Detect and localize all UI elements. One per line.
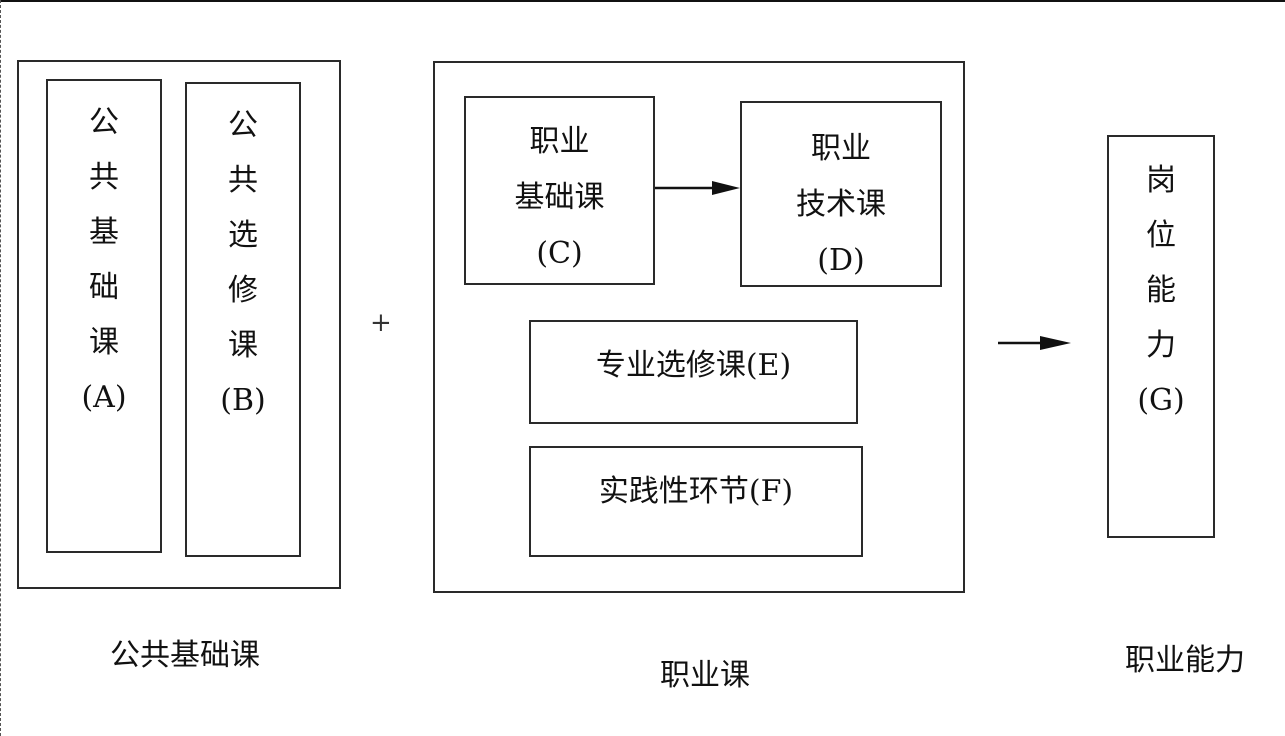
node-code: (C)	[536, 236, 583, 271]
char: 共	[228, 163, 258, 198]
char: 力	[1146, 328, 1176, 363]
char: 础	[89, 270, 119, 305]
line: 基础课	[514, 180, 605, 215]
char: 课	[89, 325, 119, 360]
line: 职业	[529, 124, 590, 159]
node-b-text: 公 共 选 修 课 (B)	[187, 98, 299, 428]
node-a-public-foundation: 公 共 基 础 课 (A)	[46, 79, 162, 553]
node-b-public-elective: 公 共 选 修 课 (B)	[185, 82, 301, 557]
char: 公	[89, 105, 119, 140]
char: 修	[228, 273, 258, 308]
node-a-text: 公 共 基 础 课 (A)	[48, 95, 160, 425]
char: 岗	[1146, 163, 1176, 198]
node-c-vocational-foundation: 职业 基础课 (C)	[464, 96, 655, 285]
plus-operator: +	[370, 308, 392, 338]
node-e-text: 专业选修课(E)	[595, 348, 792, 383]
node-code: (D)	[817, 243, 865, 278]
arrowhead-icon	[712, 181, 740, 195]
node-c-text: 职业 基础课 (C)	[466, 114, 653, 282]
arrow-c-to-d	[655, 181, 740, 195]
line: 职业	[811, 131, 871, 166]
node-f-practical-component: 实践性环节(F)	[529, 446, 863, 557]
char: 共	[89, 160, 119, 195]
node-code: (A)	[81, 380, 127, 415]
node-f-text: 实践性环节(F)	[598, 474, 794, 509]
node-code: (G)	[1137, 383, 1185, 418]
node-code: (B)	[220, 383, 266, 418]
node-g-text: 岗 位 能 力 (G)	[1109, 153, 1213, 428]
char: 位	[1146, 218, 1176, 253]
char: 能	[1146, 273, 1176, 308]
char: 公	[228, 108, 258, 143]
top-border	[0, 0, 1285, 2]
public-group-caption: 公共基础课	[110, 638, 260, 673]
char: 选	[228, 218, 258, 253]
char: 课	[228, 328, 258, 363]
arrow-vocational-to-g	[998, 336, 1071, 350]
vocational-group-caption: 职业课	[660, 658, 750, 693]
char: 基	[89, 215, 119, 250]
ability-group-caption: 职业能力	[1125, 643, 1245, 678]
line: 技术课	[796, 187, 886, 222]
node-e-professional-elective: 专业选修课(E)	[529, 320, 858, 424]
node-g-job-ability: 岗 位 能 力 (G)	[1107, 135, 1215, 538]
node-d-vocational-technical: 职业 技术课 (D)	[740, 101, 942, 287]
arrowhead-icon	[1040, 336, 1071, 350]
left-dashed-border	[0, 0, 1, 736]
node-d-text: 职业 技术课 (D)	[742, 121, 940, 289]
